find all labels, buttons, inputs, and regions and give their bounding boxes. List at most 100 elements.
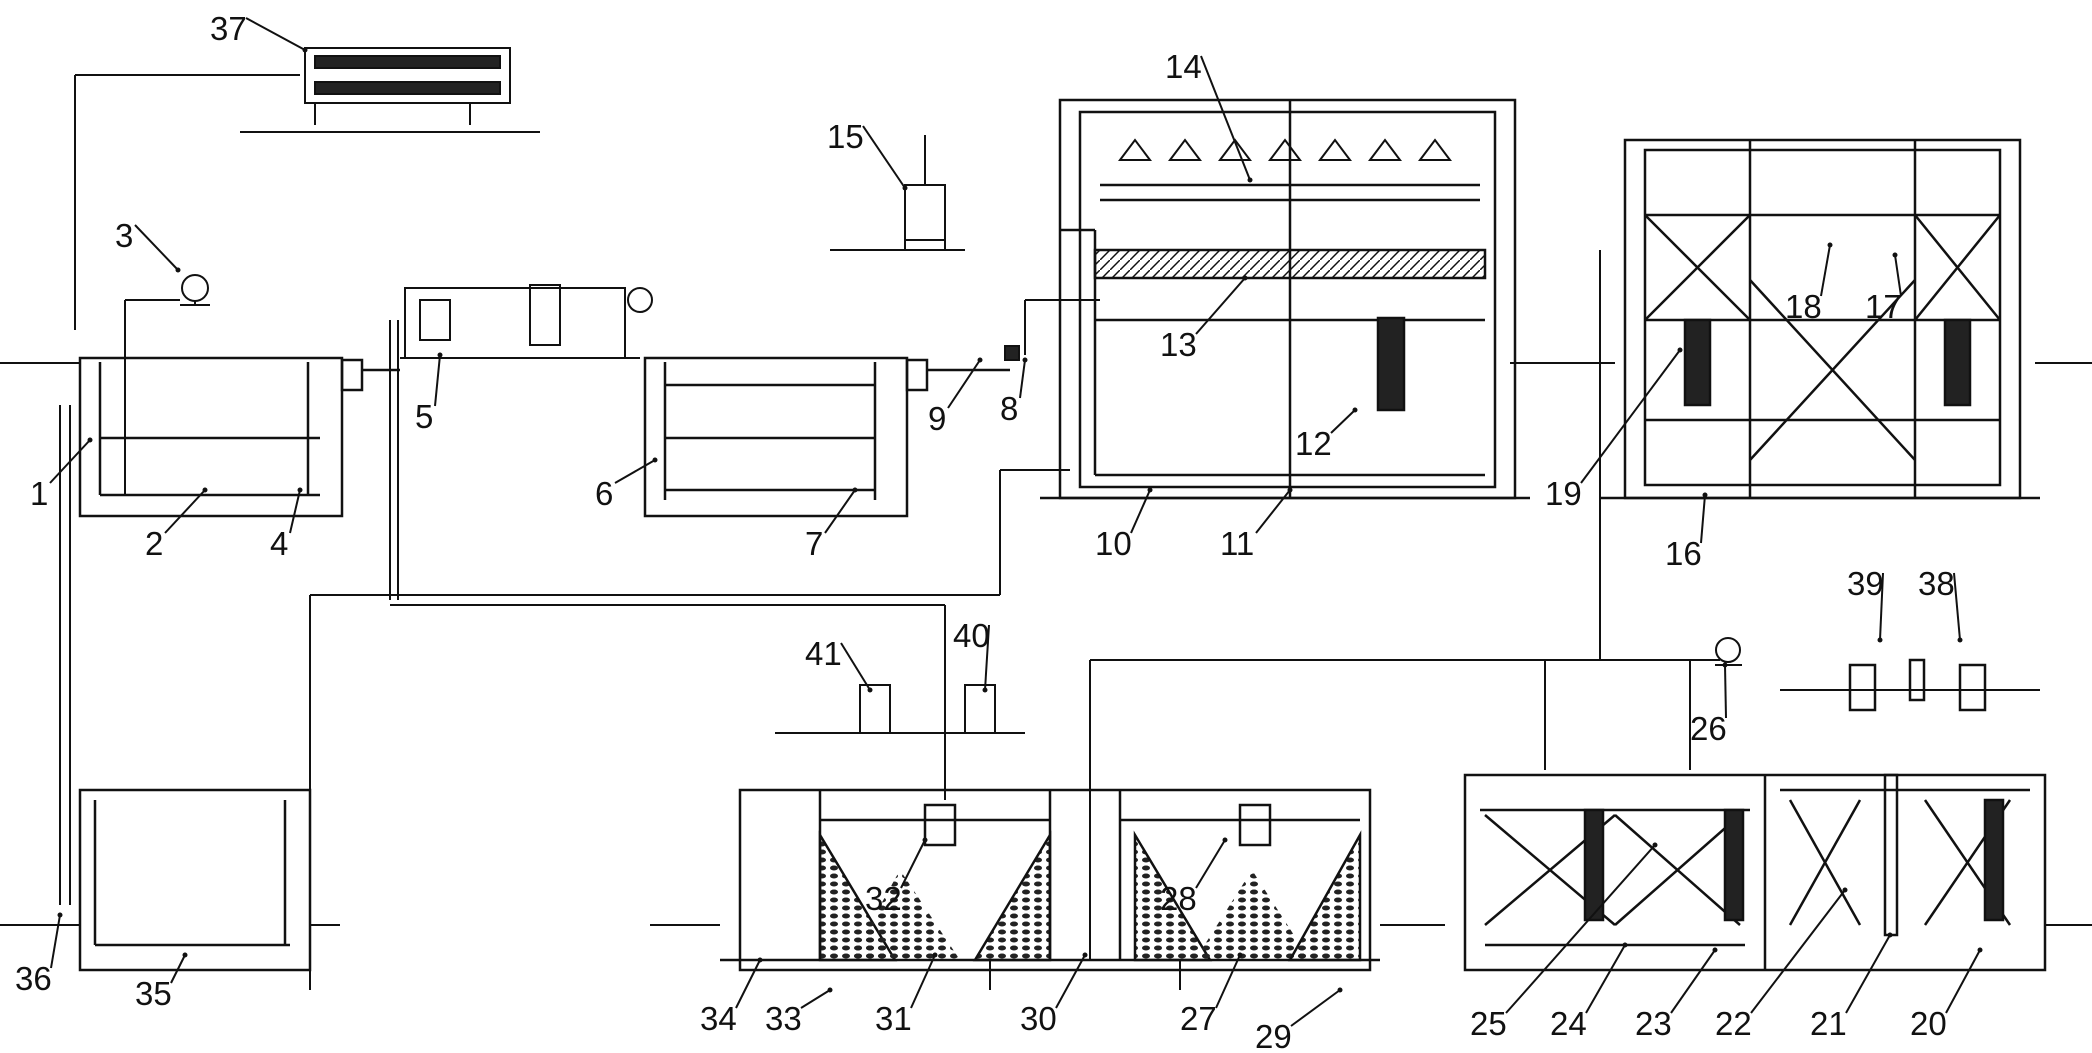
callout-arrowhead-21 [1887, 932, 1893, 938]
callout-arrowhead-24 [1622, 942, 1628, 948]
callout-arrowhead-37 [302, 47, 308, 53]
callout-label-38: 38 [1918, 565, 1955, 602]
callout-leader-24 [1585, 944, 1626, 1014]
callout-label-7: 7 [805, 525, 823, 562]
tank-16-19 [1600, 138, 2040, 500]
bio-tank-10-14 [1040, 98, 1530, 500]
callout-label-19: 19 [1545, 475, 1582, 512]
callout-label-27: 27 [1180, 1000, 1217, 1037]
callout-arrowhead-11 [1287, 487, 1293, 493]
tanks-20-26 [1463, 658, 2047, 972]
callout-arrowhead-31 [932, 952, 938, 958]
callout-arrowhead-28 [1222, 837, 1228, 843]
callout-leader-16 [1700, 494, 1706, 544]
callout-label-31: 31 [875, 1000, 912, 1037]
callout-leader-29 [1290, 989, 1341, 1027]
callout-arrowhead-22 [1842, 887, 1848, 893]
callout-leader-35 [170, 954, 186, 984]
callout-arrowhead-41 [867, 687, 873, 693]
callout-leader-14 [1200, 55, 1251, 181]
callout-arrowhead-7 [852, 487, 858, 493]
callout-label-37: 37 [210, 10, 247, 47]
callout-label-41: 41 [805, 635, 842, 672]
callout-arrowhead-39 [1877, 637, 1883, 643]
callout-label-35: 35 [135, 975, 172, 1012]
callout-arrowhead-4 [297, 487, 303, 493]
callout-label-21: 21 [1810, 1005, 1847, 1042]
callout-arrowhead-30 [1082, 952, 1088, 958]
tank-35 [78, 788, 312, 972]
callout-label-8: 8 [1000, 390, 1018, 427]
callout-leader-37 [245, 17, 306, 51]
callout-leader-33 [800, 989, 831, 1009]
callout-label-15: 15 [827, 118, 864, 155]
callout-arrowhead-18 [1827, 242, 1833, 248]
callout-leader-39 [1879, 572, 1884, 641]
filter-press [74, 47, 511, 330]
callout-label-13: 13 [1160, 326, 1197, 363]
callout-arrowhead-34 [757, 957, 763, 963]
callout-leader-11 [1255, 489, 1291, 534]
callout-arrowhead-9 [977, 357, 983, 363]
callout-label-14: 14 [1165, 48, 1202, 85]
callout-arrowhead-13 [1242, 275, 1248, 281]
callout-leader-22 [1750, 889, 1846, 1014]
callout-leader-10 [1130, 489, 1151, 534]
callout-arrowhead-14 [1247, 177, 1253, 183]
callout-leader-41 [840, 642, 871, 691]
callout-leader-2 [164, 489, 206, 534]
diffusers-14 [1118, 138, 1452, 161]
valves-8-9 [1004, 299, 1100, 361]
callout-label-18: 18 [1785, 288, 1822, 325]
callout-leader-20 [1945, 949, 1981, 1014]
callout-label-2: 2 [145, 525, 163, 562]
callout-label-30: 30 [1020, 1000, 1057, 1037]
callout-leader-25 [1505, 844, 1656, 1014]
callout-arrowhead-16 [1702, 492, 1708, 498]
callout-leader-38 [1953, 572, 1961, 641]
blower-3 [124, 274, 210, 495]
callout-leader-7 [824, 489, 856, 534]
clarifiers-27-34 [720, 788, 1380, 972]
callout-label-29: 29 [1255, 1018, 1292, 1053]
tank-1 [78, 356, 400, 518]
callout-label-17: 17 [1865, 288, 1902, 325]
callout-arrowhead-3 [175, 267, 181, 273]
callout-leader-8 [1019, 359, 1026, 399]
callout-label-36: 36 [15, 960, 52, 997]
callout-leader-12 [1330, 409, 1356, 434]
callout-arrowhead-36 [57, 912, 63, 918]
callout-label-40: 40 [953, 617, 990, 654]
callout-leader-3 [134, 224, 179, 271]
callout-leader-17 [1894, 254, 1902, 297]
callout-leader-28 [1195, 839, 1226, 889]
callout-label-39: 39 [1847, 565, 1884, 602]
callout-leader-9 [947, 359, 981, 409]
callout-label-32: 32 [865, 880, 902, 917]
callout-label-9: 9 [928, 400, 946, 437]
callout-label-23: 23 [1635, 1005, 1672, 1042]
callout-arrowhead-8 [1022, 357, 1028, 363]
callout-label-16: 16 [1665, 535, 1702, 572]
callout-leader-4 [289, 489, 301, 534]
callout-arrowhead-12 [1352, 407, 1358, 413]
callout-label-10: 10 [1095, 525, 1132, 562]
callout-leader-36 [50, 914, 61, 969]
callout-leader-31 [910, 954, 936, 1009]
callout-label-28: 28 [1160, 880, 1197, 917]
callout-arrowhead-23 [1712, 947, 1718, 953]
ground-lines [0, 131, 2092, 926]
callout-arrowhead-29 [1337, 987, 1343, 993]
callout-arrowhead-1 [87, 437, 93, 443]
callout-label-24: 24 [1550, 1005, 1587, 1042]
callout-leader-40 [984, 624, 990, 691]
callout-label-33: 33 [765, 1000, 802, 1037]
callout-leader-21 [1845, 934, 1891, 1014]
dosing-tanks-40-41 [775, 684, 1025, 734]
callout-leader-15 [862, 125, 906, 189]
callout-leader-32 [900, 839, 926, 889]
callout-leader-34 [735, 959, 761, 1009]
tank-6 [643, 356, 1010, 518]
dosing-tank-15 [904, 135, 946, 250]
